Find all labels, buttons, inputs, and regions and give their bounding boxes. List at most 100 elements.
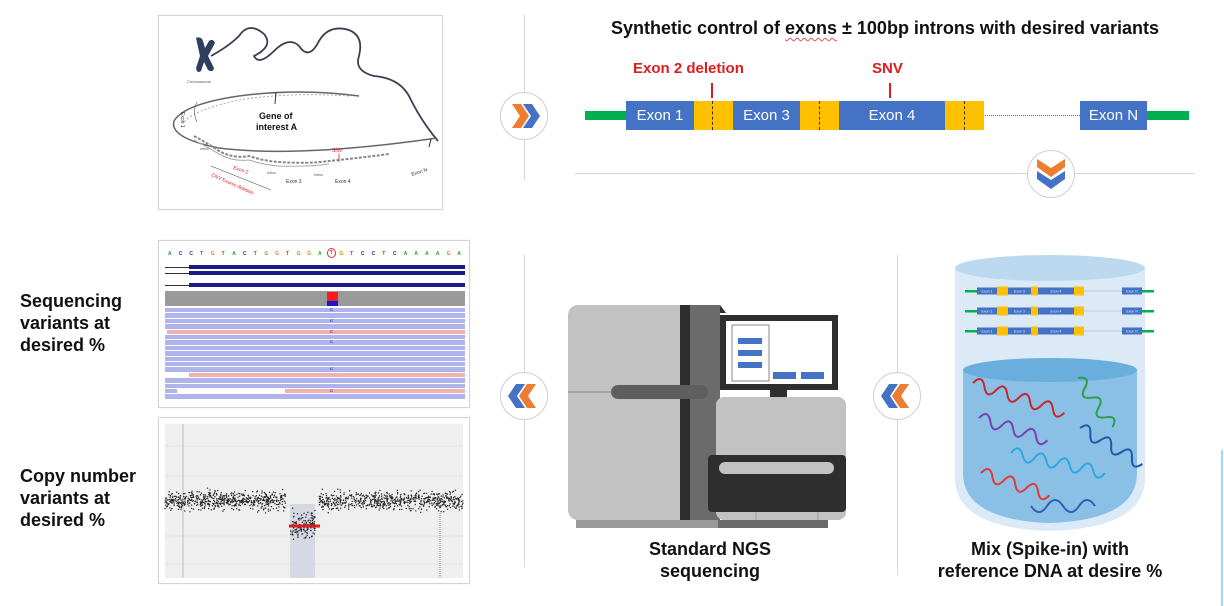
- sequence-base: G: [339, 251, 344, 257]
- sequence-base: T: [382, 251, 386, 257]
- sequence-base: A: [414, 251, 419, 257]
- variant-base-marker: C: [330, 328, 333, 334]
- sequence-base: A: [425, 251, 429, 257]
- sequence-base: G: [264, 251, 269, 257]
- exon2-deletion-label: Exon 2 deletion: [633, 60, 744, 77]
- exon3-label: Exon 3: [286, 179, 302, 185]
- sequence-base: C: [393, 251, 397, 257]
- edge-accent-line: [1221, 450, 1223, 606]
- sequence-read: [165, 345, 465, 351]
- sequence-base: A: [318, 251, 322, 257]
- junction-marker: [712, 101, 713, 130]
- exon1-label: Exon 1: [179, 112, 185, 128]
- ngs-caption: Standard NGS sequencing: [648, 539, 772, 581]
- divider: [575, 173, 1195, 174]
- sequence-base: A: [168, 251, 172, 257]
- sequence-base: A: [403, 251, 408, 257]
- exon4-label: Exon 4: [335, 179, 351, 185]
- sequence-read: [165, 378, 465, 383]
- gene-illustration-panel: Chromosome Gene of interest A SNV Exon 1…: [158, 15, 443, 210]
- sequence-base: C: [189, 251, 194, 257]
- sequence-read: [165, 362, 465, 367]
- highlighted-base: T: [326, 248, 336, 258]
- snv-illustration-label: SNV: [332, 148, 343, 154]
- snv-marker: [889, 83, 891, 98]
- dna-strand: [980, 468, 1051, 501]
- mini-exon-label: Exon N: [1126, 310, 1138, 314]
- flow-arrow-left: [873, 372, 921, 420]
- mix-caption: Mix (Spike-in) with reference DNA at des…: [937, 539, 1163, 581]
- exon2-label: Exon 2: [232, 165, 249, 176]
- dna-strand: [972, 378, 1066, 418]
- construct-exon-3: Exon 3: [733, 101, 800, 130]
- variant-base-marker: C: [330, 307, 333, 312]
- sequence-base: A: [457, 251, 461, 257]
- sequence-base: A: [435, 251, 440, 257]
- chevron-left-icon: [881, 384, 909, 408]
- flow-arrow-right: [500, 92, 548, 140]
- flank-right: [1147, 111, 1189, 120]
- sequence-base: T: [200, 251, 204, 257]
- variant-allele-bar: [327, 292, 338, 301]
- sequence-base: C: [360, 251, 365, 257]
- mini-exon-label: Exon 3: [1014, 310, 1025, 314]
- sequence-read: [167, 329, 465, 334]
- coverage-track: [165, 291, 465, 306]
- spellcheck-underlined-word: exons: [785, 18, 838, 38]
- mini-exon-label: Exon N: [1126, 330, 1138, 334]
- intron-label: Intron: [314, 173, 323, 177]
- cnv-label: CNV Exonic deletion: [210, 172, 255, 196]
- exonN-label: Exon N: [411, 167, 429, 178]
- sequence-read: [165, 394, 465, 399]
- sequence-read: [165, 318, 465, 324]
- sequence-base: G: [210, 251, 215, 257]
- dna-strand: [1010, 447, 1106, 479]
- sequence-base: C: [371, 251, 376, 257]
- sequencing-variants-label: Sequencing variants at desired %: [20, 291, 123, 355]
- cnv-points: [164, 487, 464, 541]
- deletion-marker: [711, 83, 713, 98]
- intron-label: Intron: [267, 171, 276, 175]
- sequence-base: C: [243, 251, 247, 257]
- mini-exon-label: Exon 4: [1051, 290, 1062, 294]
- sequence-read: [165, 367, 465, 372]
- variant-base-marker: C: [330, 317, 333, 323]
- snv-label: SNV: [872, 60, 903, 77]
- mini-exon-label: Exon 4: [1051, 310, 1062, 314]
- intron-segment: [694, 101, 733, 130]
- sequence-base: T: [285, 251, 289, 257]
- ngs-sequencer-illustration: [566, 305, 851, 530]
- flank-left: [585, 111, 627, 120]
- sequence-read: [285, 389, 465, 394]
- annotation-track: [165, 265, 465, 287]
- sequence-base: T: [221, 251, 225, 257]
- cnv-variants-label: Copy number variants at desired %: [20, 466, 137, 530]
- cnv-scatter-plot: [164, 424, 464, 578]
- gene-diagram: Chromosome Gene of interest A SNV Exon 1…: [172, 27, 439, 197]
- sequence-base: G: [275, 251, 280, 257]
- mini-exon-label: Exon 1: [982, 310, 993, 314]
- sequence-read: [165, 324, 465, 329]
- construct-exon-1: Exon 1: [626, 101, 694, 130]
- chromosome-label: Chromosome: [187, 79, 212, 84]
- sequence-read: [165, 313, 465, 318]
- spike-in-mix-jar: Exon 1 Exon 3 Exon 4 Exon N Exon 1 Exon 3 Exon…: [945, 248, 1155, 533]
- chromosome-icon: [196, 37, 215, 72]
- synthetic-control-strands: Exon 1 Exon 3 Exon 4 Exon N Exon 1 Exon 3 Exon…: [965, 286, 1154, 336]
- sequence-read: [165, 340, 465, 345]
- chevron-down-icon: [1037, 159, 1065, 189]
- flow-arrow-left: [500, 372, 548, 420]
- sequence-read: [165, 308, 465, 313]
- reference-allele-bar: [327, 301, 338, 306]
- mini-exon-label: Exon 3: [1014, 330, 1025, 334]
- mini-exon-label: Exon 1: [982, 290, 993, 294]
- sequence-read: [165, 356, 465, 361]
- sequence-base: G: [307, 251, 312, 257]
- chevron-right-icon: [512, 104, 540, 128]
- gene-label-line2: interest A: [256, 122, 298, 132]
- dna-strand: [1030, 499, 1096, 513]
- dotted-connector: [985, 115, 1080, 116]
- construct-title: Synthetic control of exons ± 100bp intro…: [610, 18, 1159, 38]
